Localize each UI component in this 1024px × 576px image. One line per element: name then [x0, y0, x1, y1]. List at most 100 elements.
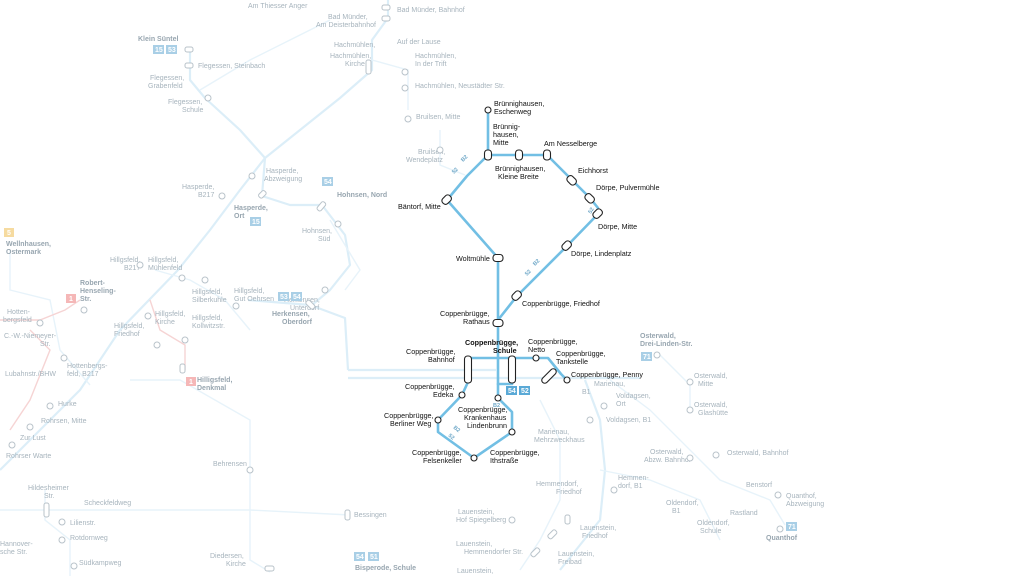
svg-text:Bad Münder, Bahnhof: Bad Münder, Bahnhof	[397, 7, 465, 14]
station-marker[interactable]	[542, 149, 552, 161]
label-dorpe-mitte: Dörpe, Mitte	[598, 222, 637, 231]
svg-text:Süd: Süd	[318, 236, 331, 243]
svg-text:Hotten-: Hotten-	[7, 309, 31, 316]
svg-text:Wellnhausen,: Wellnhausen,	[6, 241, 51, 248]
svg-text:Abzweigung: Abzweigung	[786, 501, 824, 508]
svg-text:Kirche: Kirche	[226, 561, 246, 568]
station-marker[interactable]	[434, 416, 442, 424]
station-marker[interactable]	[584, 192, 596, 204]
label-copp-edeka: Coppenbrügge,Edeka	[405, 382, 455, 399]
svg-text:Hillgsfeld,: Hillgsfeld,	[155, 311, 185, 318]
svg-text:Oldendorf,: Oldendorf,	[697, 520, 730, 527]
svg-text:Hasperde,: Hasperde,	[234, 205, 268, 212]
svg-text:Lubahnstr./BHW: Lubahnstr./BHW	[5, 371, 56, 378]
svg-text:Lilienstr.: Lilienstr.	[70, 520, 96, 527]
svg-text:Ostermark: Ostermark	[6, 249, 41, 256]
svg-text:Quanthof: Quanthof	[766, 535, 798, 542]
svg-text:52: 52	[521, 388, 529, 395]
svg-text:54: 54	[508, 388, 516, 395]
label-dorpe-linden: Dörpe, Lindenplatz	[571, 249, 632, 258]
svg-text:Behrensen: Behrensen	[213, 461, 247, 468]
svg-text:Wendeplatz: Wendeplatz	[406, 157, 443, 164]
svg-text:Henseling-: Henseling-	[80, 288, 116, 295]
station-marker[interactable]	[492, 253, 504, 263]
svg-text:51: 51	[370, 554, 378, 561]
station-marker[interactable]	[484, 106, 492, 114]
station-marker[interactable]	[470, 454, 478, 462]
svg-text:Osterwald,: Osterwald,	[694, 373, 728, 380]
svg-text:71: 71	[788, 524, 796, 531]
svg-text:Glashütte: Glashütte	[698, 410, 728, 417]
svg-text:1: 1	[69, 296, 73, 303]
station-marker[interactable]	[566, 174, 578, 186]
svg-text:Unterdorf: Unterdorf	[290, 305, 319, 312]
station-marker[interactable]	[532, 354, 540, 362]
svg-text:Robert-: Robert-	[80, 280, 106, 287]
svg-text:Hilligsfeld,: Hilligsfeld,	[197, 377, 232, 384]
station-marker[interactable]	[463, 355, 473, 384]
label-brunn-eschen: Brünnighausen,Eschenweg	[494, 99, 544, 116]
svg-text:Bad Münder,: Bad Münder,	[328, 14, 368, 21]
station-marker[interactable]	[561, 240, 573, 252]
background-labels: Am Thiesser Anger Bad Münder, Bahnhof Ba…	[0, 3, 824, 575]
label-dorpe-pulver: Dörpe, Pulvermühle	[596, 183, 660, 192]
svg-text:Mehrzweckhaus: Mehrzweckhaus	[534, 437, 585, 444]
svg-text:Abzweigung: Abzweigung	[264, 176, 302, 183]
svg-text:Lauenstein,: Lauenstein,	[456, 541, 492, 548]
route-line-labels: B2 52 B2 52 B2 52 52 B2	[447, 154, 596, 441]
svg-text:Hillgsfeld,: Hillgsfeld,	[110, 257, 140, 264]
svg-text:Bruilsen,: Bruilsen,	[418, 149, 445, 156]
label-copp-felsen: Coppenbrügge,Felsenkeller	[412, 448, 462, 465]
station-marker[interactable]	[441, 194, 453, 206]
svg-text:Hemmendorfer Str.: Hemmendorfer Str.	[464, 549, 523, 556]
route-stations[interactable]	[434, 106, 604, 462]
svg-text:Hillgsfeld,: Hillgsfeld,	[234, 288, 264, 295]
svg-text:Voldagsen, B1: Voldagsen, B1	[606, 417, 651, 424]
svg-text:Hottenbergs-: Hottenbergs-	[67, 363, 108, 370]
svg-text:B2: B2	[452, 425, 461, 434]
svg-text:Flegessen,: Flegessen,	[168, 99, 202, 106]
svg-text:Ort: Ort	[616, 401, 626, 408]
svg-text:Flegessen,: Flegessen,	[150, 75, 184, 82]
svg-text:Quanthof,: Quanthof,	[786, 493, 817, 500]
svg-text:Hannover-: Hannover-	[0, 541, 33, 548]
station-marker[interactable]	[492, 318, 504, 328]
svg-text:B2: B2	[493, 403, 500, 409]
svg-text:54: 54	[324, 179, 332, 186]
station-marker[interactable]	[458, 391, 466, 399]
svg-text:bergsfeld: bergsfeld	[3, 317, 32, 324]
station-marker[interactable]	[483, 149, 493, 161]
svg-text:Grabenfeld: Grabenfeld	[148, 83, 183, 90]
station-marker[interactable]	[514, 149, 524, 161]
svg-text:Hohnsen,: Hohnsen,	[302, 228, 332, 235]
svg-text:Scheckfeldweg: Scheckfeldweg	[84, 500, 131, 507]
svg-text:52: 52	[524, 269, 533, 278]
svg-text:Lauenstein,: Lauenstein,	[558, 551, 594, 558]
station-marker[interactable]	[494, 394, 502, 402]
svg-text:Hof Spiegelberg: Hof Spiegelberg	[456, 517, 506, 524]
svg-text:Osterwald,: Osterwald,	[694, 402, 728, 409]
station-marker[interactable]	[563, 376, 571, 384]
svg-text:Osterwald,: Osterwald,	[650, 449, 684, 456]
svg-text:In der Trift: In der Trift	[415, 61, 447, 68]
svg-text:Abzw. Bahnhof: Abzw. Bahnhof	[644, 457, 691, 464]
station-marker[interactable]	[592, 208, 604, 220]
svg-text:C.-W.-Niemeyer-: C.-W.-Niemeyer-	[4, 333, 57, 340]
station-marker[interactable]	[508, 428, 516, 436]
svg-text:Marienau,: Marienau,	[538, 429, 569, 436]
svg-text:Str.: Str.	[40, 341, 51, 348]
label-copp-friedhof: Coppenbrügge, Friedhof	[522, 299, 600, 308]
svg-text:Friedhof: Friedhof	[556, 489, 582, 496]
svg-text:Hildesheimer: Hildesheimer	[28, 485, 70, 492]
svg-text:Mühlenfeld: Mühlenfeld	[148, 265, 182, 272]
station-marker[interactable]	[511, 290, 523, 302]
svg-text:Diedersen,: Diedersen,	[210, 553, 244, 560]
station-marker[interactable]	[507, 355, 517, 384]
svg-text:Oldendorf,: Oldendorf,	[666, 500, 699, 507]
label-copp-berliner: Coppenbrügge,Berliner Weg	[384, 411, 434, 428]
svg-text:53: 53	[168, 47, 176, 54]
svg-text:Lauenstein,: Lauenstein,	[458, 509, 494, 516]
station-marker[interactable]	[541, 368, 558, 385]
